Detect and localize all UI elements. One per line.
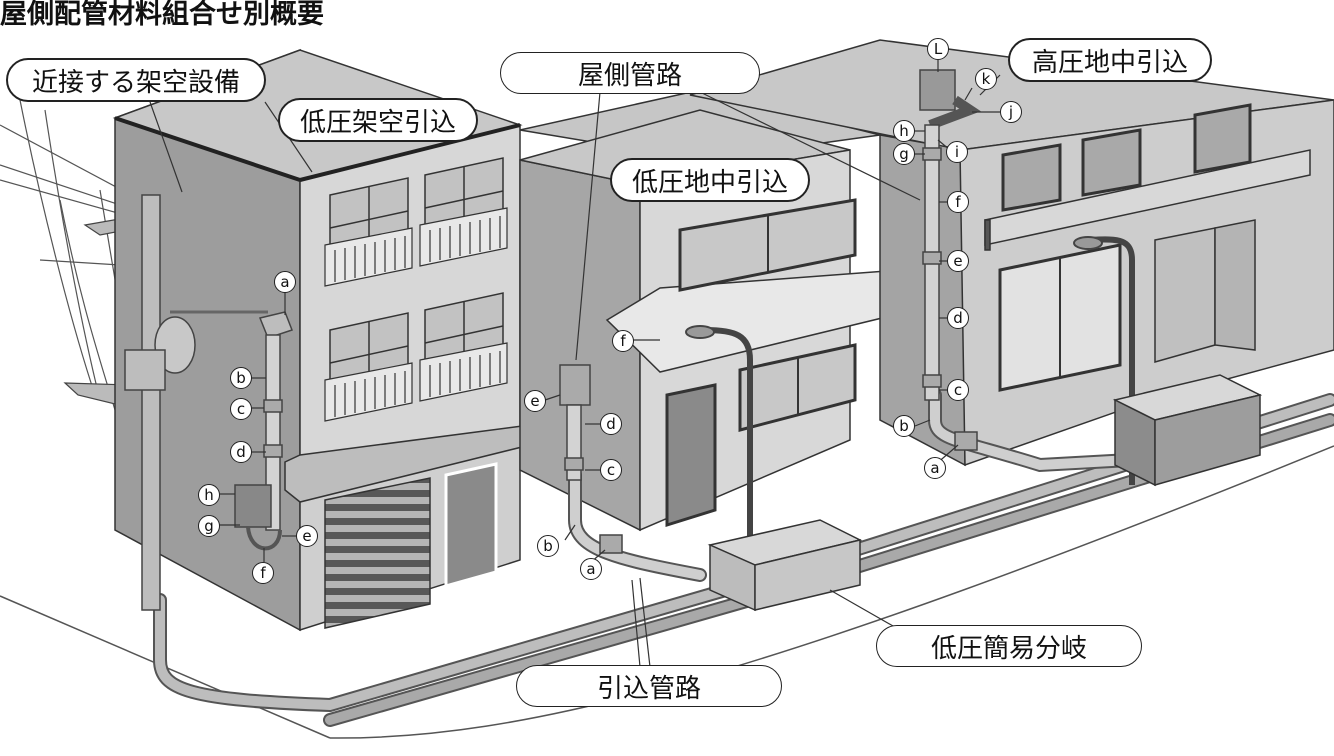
marker-c-building-1: c [230,398,252,420]
marker-h-building-3: h [893,120,915,142]
utility-pole [124,194,196,611]
marker-g-building-1: g [198,515,220,537]
building-2 [519,89,916,532]
marker-b-building-2: b [537,535,559,557]
building-3 [689,39,1334,467]
callout-exterior-conduit: 屋側管路 [500,52,760,94]
marker-a-building-3: a [924,457,946,479]
callout-overhead-equipment: 近接する架空設備 [6,58,266,102]
marker-f-building-2: f [612,330,634,352]
marker-l-building-3: L [927,38,949,60]
service-conduits [153,388,1334,727]
marker-f-building-3: f [947,191,969,213]
marker-j-building-3: j [1000,101,1022,123]
marker-c-building-2: c [600,459,622,481]
marker-b-building-3: b [893,415,915,437]
riser-building-3 [919,69,981,451]
marker-i-building-3: i [946,141,968,163]
riser-building-2 [559,364,623,554]
callout-service-conduit: 引込管路 [516,665,782,707]
marker-f-building-1: f [252,562,274,584]
callout-low-voltage-branch: 低圧簡易分岐 [876,625,1142,667]
callout-low-voltage-underground: 低圧地中引込 [610,158,810,202]
callout-high-voltage-underground: 高圧地中引込 [1008,38,1212,82]
marker-a-building-1: a [274,271,296,293]
marker-e-building-1: e [296,525,318,547]
marker-h-building-1: h [198,484,220,506]
marker-g-building-3: g [893,143,915,165]
riser-building-1 [170,310,293,551]
marker-e-building-2: e [524,390,546,412]
marker-a-building-2: a [580,558,602,580]
street-lamps [685,236,1135,605]
marker-c-building-3: c [947,379,969,401]
marker-k-building-3: k [975,68,997,90]
diagram-title: 屋側配管材料組合せ別概要 [0,0,324,30]
marker-d-building-1: d [230,441,252,463]
marker-e-building-3: e [947,250,969,272]
marker-b-building-1: b [230,367,252,389]
marker-d-building-3: d [947,307,969,329]
callout-low-voltage-overhead: 低圧架空引込 [278,98,478,142]
branch-boxes [707,374,1263,612]
marker-d-building-2: d [600,413,622,435]
